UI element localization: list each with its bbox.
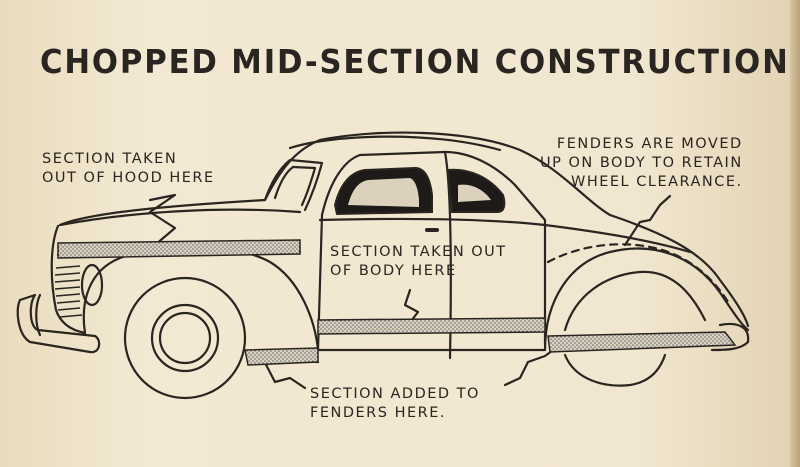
roof-line	[288, 135, 502, 152]
rear-fender	[543, 247, 750, 352]
callout-body: SECTION TAKEN OUT OF BODY HERE	[330, 243, 507, 281]
book-spine-shadow	[790, 0, 800, 467]
rear-bumper	[710, 322, 750, 352]
callout-hood-line-2: OUT OF HOOD HERE	[42, 170, 215, 186]
hood	[58, 208, 302, 227]
leader-added-left	[260, 355, 307, 390]
leader-hood	[148, 193, 177, 247]
front-bumper	[16, 293, 101, 354]
windshield	[263, 158, 324, 212]
headlight	[80, 263, 104, 307]
door-handle	[425, 228, 439, 232]
rear-fender-added-band	[547, 331, 737, 353]
grille	[50, 224, 87, 335]
callout-fenders-moved-line-1: FENDERS ARE MOVED	[556, 136, 743, 152]
callout-body-line-2: OF BODY HERE	[330, 263, 457, 279]
diagram-title: CHOPPED MID-SECTION CONSTRUCTION	[40, 42, 790, 81]
body-section-band	[317, 317, 546, 335]
door-outline	[320, 150, 452, 360]
fender-movement-dashed	[546, 243, 732, 307]
callout-fenders-moved: FENDERS ARE MOVED UP ON BODY TO RETAIN W…	[540, 135, 743, 192]
front-wheel	[123, 276, 247, 400]
callout-hood: SECTION TAKEN OUT OF HOOD HERE	[42, 150, 215, 188]
callout-fenders-moved-line-2: UP ON BODY TO RETAIN	[540, 155, 743, 171]
leader-fenders-moved	[623, 194, 672, 247]
callout-fenders-added-line-1: SECTION ADDED TO	[310, 386, 480, 402]
car-body-outline	[58, 131, 750, 328]
callout-fenders-added: SECTION ADDED TO FENDERS HERE.	[310, 385, 480, 423]
callout-fenders-moved-line-3: WHEEL CLEARANCE.	[570, 174, 743, 190]
front-fender-added-band	[244, 347, 319, 366]
callout-hood-line-1: SECTION TAKEN	[42, 151, 178, 167]
callout-body-line-1: SECTION TAKEN OUT	[330, 244, 507, 260]
rear-wheel	[563, 353, 667, 387]
front-fender	[82, 245, 320, 352]
grille-bars	[54, 265, 83, 318]
callout-fenders-added-line-2: FENDERS HERE.	[310, 405, 446, 421]
hood-section-band	[57, 239, 301, 259]
